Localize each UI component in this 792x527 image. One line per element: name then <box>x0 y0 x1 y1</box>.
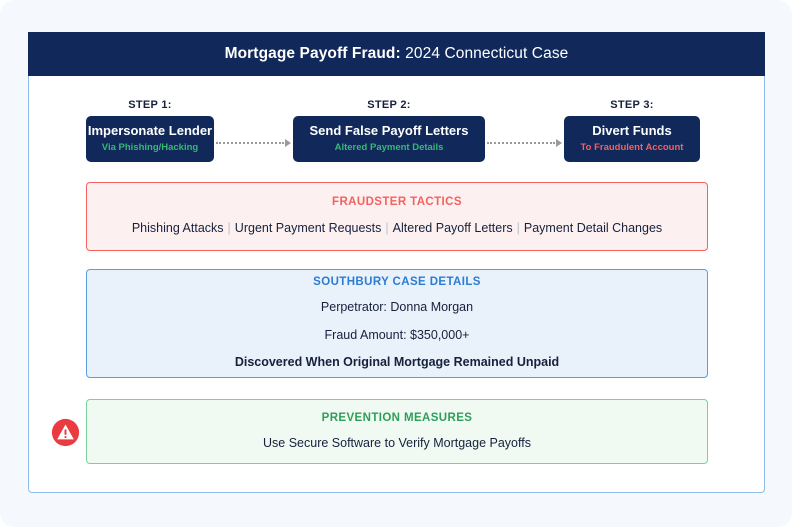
arrow-head <box>556 138 562 147</box>
flow-arrow-1-icon <box>216 138 291 147</box>
step-1-label: STEP 1: <box>128 99 172 111</box>
tactic-separator: | <box>516 221 520 236</box>
tactic-item-4: Payment Detail Changes <box>523 221 663 236</box>
page-title: Mortgage Payoff Fraud: 2024 Connecticut … <box>225 45 569 63</box>
page-title-light: 2024 Connecticut Case <box>400 45 569 62</box>
tactic-separator: | <box>227 221 231 236</box>
page-title-strong: Mortgage Payoff Fraud: <box>224 45 401 62</box>
step-2-title: Send False Payoff Letters <box>309 123 469 139</box>
fraudster-tactics-items: Phishing Attacks|Urgent Payment Requests… <box>132 221 662 237</box>
step-1-title: Impersonate Lender <box>87 123 213 139</box>
warning-alert-icon <box>51 418 80 447</box>
case-perpetrator: Perpetrator: Donna Morgan <box>320 300 474 315</box>
step-2-label: STEP 2: <box>367 99 411 111</box>
header-bar: Mortgage Payoff Fraud: 2024 Connecticut … <box>28 32 765 76</box>
tactic-separator: | <box>385 221 389 236</box>
tactic-item-1: Phishing Attacks <box>131 221 224 236</box>
southbury-case-details-panel: SOUTHBURY CASE DETAILS Perpetrator: Donn… <box>86 269 708 378</box>
arrow-head <box>285 138 291 147</box>
case-details-heading: SOUTHBURY CASE DETAILS <box>313 276 481 289</box>
step-3-label: STEP 3: <box>610 99 654 111</box>
prevention-measures-panel: PREVENTION MEASURES Use Secure Software … <box>86 399 708 464</box>
arrow-line <box>216 141 284 144</box>
step-1-subtitle: Via Phishing/Hacking <box>101 142 199 154</box>
tactic-item-2: Urgent Payment Requests <box>234 221 382 236</box>
case-discovery: Discovered When Original Mortgage Remain… <box>234 355 560 370</box>
step-3-box: Divert Funds To Fraudulent Account <box>564 116 700 162</box>
flow-arrow-2-icon <box>487 138 562 147</box>
case-fraud-amount: Fraud Amount: $350,000+ <box>324 327 470 342</box>
prevention-measures-heading: PREVENTION MEASURES <box>321 411 473 424</box>
fraudster-tactics-heading: FRAUDSTER TACTICS <box>332 196 462 209</box>
arrow-line <box>487 141 555 144</box>
fraudster-tactics-panel: FRAUDSTER TACTICS Phishing Attacks|Urgen… <box>86 182 708 251</box>
step-1-box: Impersonate Lender Via Phishing/Hacking <box>86 116 214 162</box>
step-2-subtitle: Altered Payment Details <box>334 142 444 154</box>
step-2-box: Send False Payoff Letters Altered Paymen… <box>293 116 485 162</box>
step-3-title: Divert Funds <box>592 123 672 139</box>
step-3-subtitle: To Fraudulent Account <box>580 142 684 154</box>
tactic-item-3: Altered Payoff Letters <box>392 221 513 236</box>
prevention-measure-text: Use Secure Software to Verify Mortgage P… <box>263 435 531 450</box>
